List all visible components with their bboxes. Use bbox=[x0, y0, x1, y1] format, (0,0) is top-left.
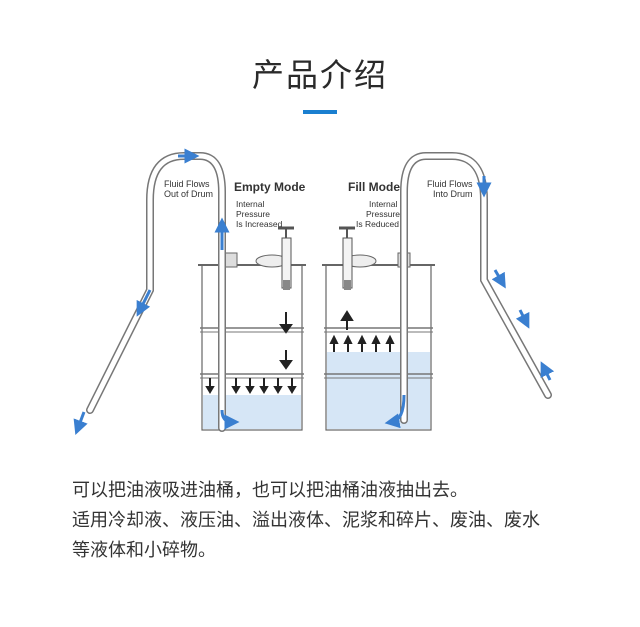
description-line-3: 等液体和小碎物。 bbox=[72, 540, 216, 561]
product-description: 可以把油液吸进油桶，也可以把油桶油液抽出去。 适用冷却液、液压油、溢出液体、泥浆… bbox=[72, 476, 612, 566]
right-flow-label-1: Fluid Flows bbox=[427, 179, 473, 189]
right-pressure-label-1: Internal bbox=[369, 199, 397, 209]
right-hand-pump bbox=[339, 226, 355, 290]
page-title: 产品介绍 bbox=[251, 56, 388, 94]
right-drum bbox=[322, 252, 435, 431]
right-pressure-label-2: Pressure bbox=[366, 209, 400, 219]
right-flow-label-2: Into Drum bbox=[433, 189, 473, 199]
right-drum-liquid bbox=[327, 352, 430, 429]
right-pressure-label-3: Is Reduced bbox=[356, 219, 399, 229]
description-line-1: 可以把油液吸进油桶，也可以把油桶油液抽出去。 bbox=[72, 480, 468, 501]
left-mode-title: Empty Mode bbox=[234, 180, 306, 194]
left-flow-label-1: Fluid Flows bbox=[164, 179, 210, 189]
left-panel: Fluid Flows Out of Drum Empty Mode Inter… bbox=[73, 148, 306, 436]
left-drum-liquid bbox=[203, 395, 301, 429]
left-flow-label-2: Out of Drum bbox=[164, 189, 213, 199]
left-hand-pump bbox=[278, 226, 294, 290]
right-mode-title: Fill Mode bbox=[348, 180, 400, 194]
title-underline bbox=[303, 110, 337, 114]
left-pressure-label-2: Pressure bbox=[236, 209, 270, 219]
description-line-2: 适用冷却液、液压油、溢出液体、泥浆和碎片、废油、废水 bbox=[72, 510, 540, 531]
left-pressure-label-1: Internal bbox=[236, 199, 264, 209]
pump-diagram: Fluid Flows Out of Drum Empty Mode Inter… bbox=[73, 148, 555, 436]
right-panel: Fill Mode Internal Pressure Is Reduced F… bbox=[322, 152, 555, 431]
left-pressure-label-3: Is Increased bbox=[236, 219, 283, 229]
